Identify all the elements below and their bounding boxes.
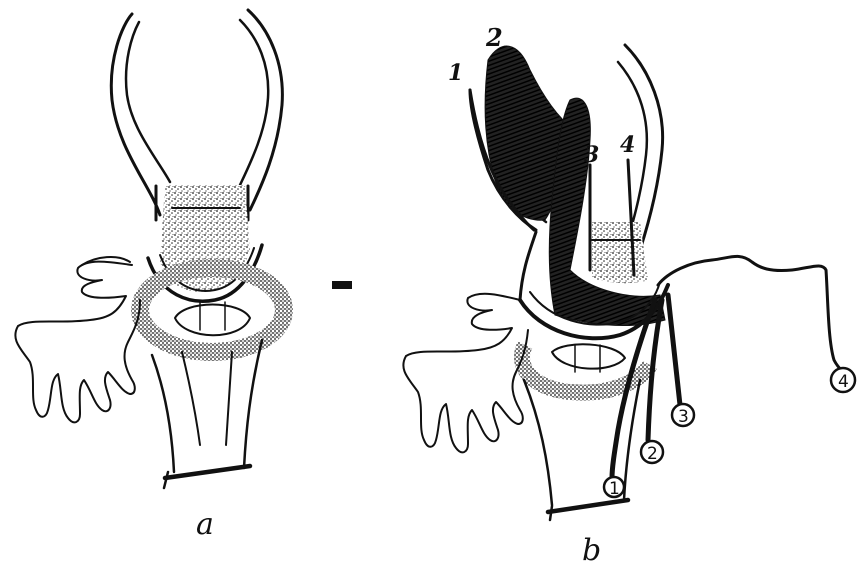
circled-label-4-text: 4 [838,372,849,392]
panel-a-upper-loop-inner-right [240,20,268,185]
label-upper-4: 4 [620,132,635,158]
panel-b-core [552,344,625,368]
panel-a-upper-loop-outer-right [248,10,282,210]
panel-b-stem-left [524,380,552,505]
circled-label-4: 4 [831,368,855,392]
panel-a-stem-line-1 [182,352,200,445]
circled-label-2-text: 2 [647,444,658,464]
circled-label-3: 3 [672,404,694,427]
panel-b-duct-3 [668,295,680,405]
panel-b-duct-4 [658,256,848,380]
panel-a-upper-loop-outer [111,14,160,215]
panel-b-base-bar [548,500,628,512]
panel-b-label: b [582,533,601,568]
label-upper-2: 2 [485,23,503,52]
panel-a [15,10,284,488]
circled-label-3-text: 3 [678,407,689,427]
panel-b-base-tick [550,506,552,520]
panel-a-ring-core [175,305,250,336]
panel-b [403,45,848,520]
circled-label-2: 2 [641,441,663,464]
label-upper-3: 3 [584,142,599,168]
panel-b-stippled-region [592,222,648,283]
panel-b-bowl-side [520,232,536,300]
panel-a-stem-right [244,340,262,468]
label-upper-1: 1 [448,60,463,86]
panel-a-hand [15,262,140,423]
panel-a-stem-left [152,355,174,472]
panel-b-hand [403,294,528,453]
circled-label-1: 1 [604,477,624,499]
separator-dash [332,281,352,289]
circled-label-1-text: 1 [609,479,620,499]
panel-a-label: a [196,507,214,542]
panel-a-base-bar [165,466,250,478]
panel-a-stem-line-2 [226,352,232,445]
